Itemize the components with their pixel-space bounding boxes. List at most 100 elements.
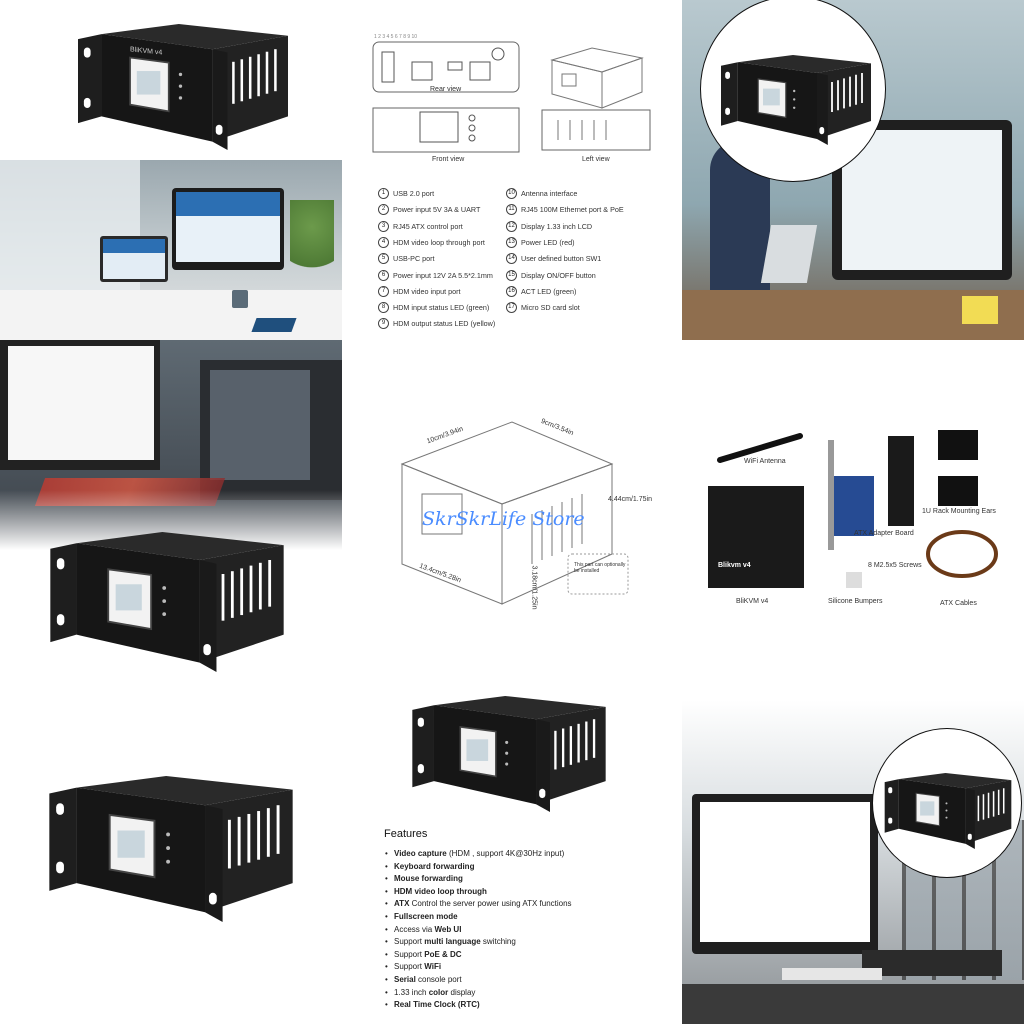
laptop-image (760, 225, 818, 283)
front-view-label: Front view (432, 156, 465, 163)
dimensions-drawing: 10cm/3.94in 9cm/3.54in 4.44cm/1.75in 13.… (382, 404, 682, 624)
office-scene-2 (682, 700, 1024, 1024)
feature-text: console port (415, 974, 462, 984)
legend-text: Display ON/OFF button (521, 270, 596, 280)
feature-item: ATX Control the server power using ATX f… (385, 898, 674, 911)
legend-text: User defined button SW1 (521, 254, 602, 264)
rear-view-label: Rear view (430, 86, 462, 93)
acc-screws-label: 8 M2.5x5 Screws (868, 562, 922, 569)
office-scene-1 (682, 0, 1024, 340)
legend-text: Power input 5V 3A & UART (393, 205, 481, 215)
feature-bold-text: Keyboard forwarding (394, 861, 475, 871)
legend-number: 11 (506, 204, 517, 216)
legend-text: Power input 12V 2A 5.5*2.1mm (393, 270, 493, 280)
monitor-blank-2 (692, 794, 878, 954)
feature-bold-text: Serial (394, 974, 416, 984)
legend-item: 15 Display ON/OFF button (506, 269, 596, 281)
feature-item: 1.33 inch color display (385, 987, 674, 1000)
feature-text: (HDM , support 4K@30Hz input) (446, 849, 565, 858)
acc-ears-label: 1U Rack Mounting Ears (922, 508, 996, 515)
legend-text: ACT LED (green) (521, 286, 577, 296)
legend-text: RJ45 100M Ethernet port & PoE (521, 205, 624, 215)
sticky-note (962, 296, 998, 324)
legend-number: 2 (378, 204, 389, 216)
legend-number: 1 (378, 188, 389, 199)
features-list: Features Video capture (HDM , support 4K… (384, 828, 674, 1012)
acc-bumpers-label: Silicone Bumpers (828, 598, 883, 605)
acc-adapter-label: ATX Adapter Board (854, 530, 914, 537)
acc-device-top-label: Blikvm v4 (718, 562, 751, 569)
tablet (251, 318, 297, 332)
keyboard (782, 968, 882, 980)
dim-note: This part can optionally be installed (574, 562, 626, 574)
feature-item: Serial console port (385, 974, 674, 987)
feature-bold-text: ATX (394, 899, 410, 909)
dim-inner-height: 3.18cm/1.25in (530, 565, 538, 610)
acc-device-label: BliKVM v4 (736, 598, 769, 605)
legend-text: USB 2.0 port (393, 189, 435, 198)
dim-height: 4.44cm/1.75in (608, 496, 652, 503)
feature-bold-text: HDM video loop through (394, 886, 487, 896)
legend-text: HDM input status LED (green) (393, 303, 490, 313)
iso-view-drawing (550, 47, 644, 109)
legend-number: 9 (378, 318, 389, 330)
feature-bold-text: Web UI (434, 924, 462, 934)
acc-antenna-label: WiFi Antenna (744, 458, 786, 465)
mug (232, 290, 248, 308)
desk-scene (0, 160, 342, 340)
legend-number: 13 (506, 236, 517, 248)
monitor-website (172, 188, 284, 270)
svg-text:1 2 3 4 5 6 7 8 9 10: 1 2 3 4 5 6 7 8 9 10 (374, 34, 417, 40)
feature-text: display (448, 987, 476, 997)
legend-number: 14 (506, 253, 517, 265)
acc-cables-label: ATX Cables (940, 600, 977, 607)
desk (0, 290, 342, 340)
legend-item: 1 USB 2.0 port (378, 188, 434, 199)
monitor-blank (0, 340, 160, 470)
legend-number: 15 (506, 269, 517, 281)
window-light (0, 160, 140, 310)
legend-number: 16 (506, 285, 517, 297)
legend-item: 14 User defined button SW1 (506, 253, 602, 265)
feature-text: Support (394, 937, 425, 947)
legend-item: 12 Display 1.33 inch LCD (506, 220, 593, 232)
feature-bold-text: PoE & DC (424, 949, 462, 959)
feature-item: Real Time Clock (RTC) (385, 999, 674, 1012)
port-diagram: 1 2 3 4 5 6 7 8 9 10 Rear view Front vie… (366, 20, 656, 340)
device-circle-inset-2 (872, 728, 1022, 878)
feature-bold-text: Fullscreen mode (394, 911, 458, 921)
feature-bold-text: Video capture (394, 849, 447, 858)
legend-item: 2 Power input 5V 3A & UART (378, 204, 481, 216)
legend-item: 16 ACT LED (green) (506, 285, 577, 297)
legend-number: 10 (506, 188, 517, 199)
desk-bottom (682, 984, 1024, 1024)
laptop (100, 236, 168, 282)
store-watermark: SkrSkrLife Store (422, 508, 585, 530)
legend-text: USB-PC port (393, 254, 435, 264)
feature-item: Fullscreen mode (385, 911, 674, 924)
rear-view-drawing: 1 2 3 4 5 6 7 8 9 10 (372, 34, 520, 93)
legend-number: 12 (506, 220, 517, 232)
kvm-device-image-3 (406, 696, 612, 812)
legend-text: Display 1.33 inch LCD (521, 221, 593, 231)
legend-number: 17 (506, 302, 517, 314)
plant (290, 200, 334, 290)
feature-item: Support PoE & DC (385, 949, 674, 962)
features-heading: Features (384, 828, 428, 840)
feature-text: switching (480, 937, 516, 947)
left-view-label: Left view (582, 156, 610, 163)
feature-text: Access via (394, 924, 435, 934)
legend-text: RJ45 ATX control port (393, 221, 463, 231)
feature-item: Access via Web UI (385, 924, 674, 937)
monitor-image (832, 120, 1012, 280)
legend-text: Power LED (red) (521, 237, 575, 247)
kvm-device-image-4 (36, 776, 306, 922)
feature-item: Support WiFi (385, 961, 674, 974)
legend-item: 13 Power LED (red) (506, 236, 575, 248)
legend-item: 11 RJ45 100M Ethernet port & PoE (506, 204, 624, 216)
